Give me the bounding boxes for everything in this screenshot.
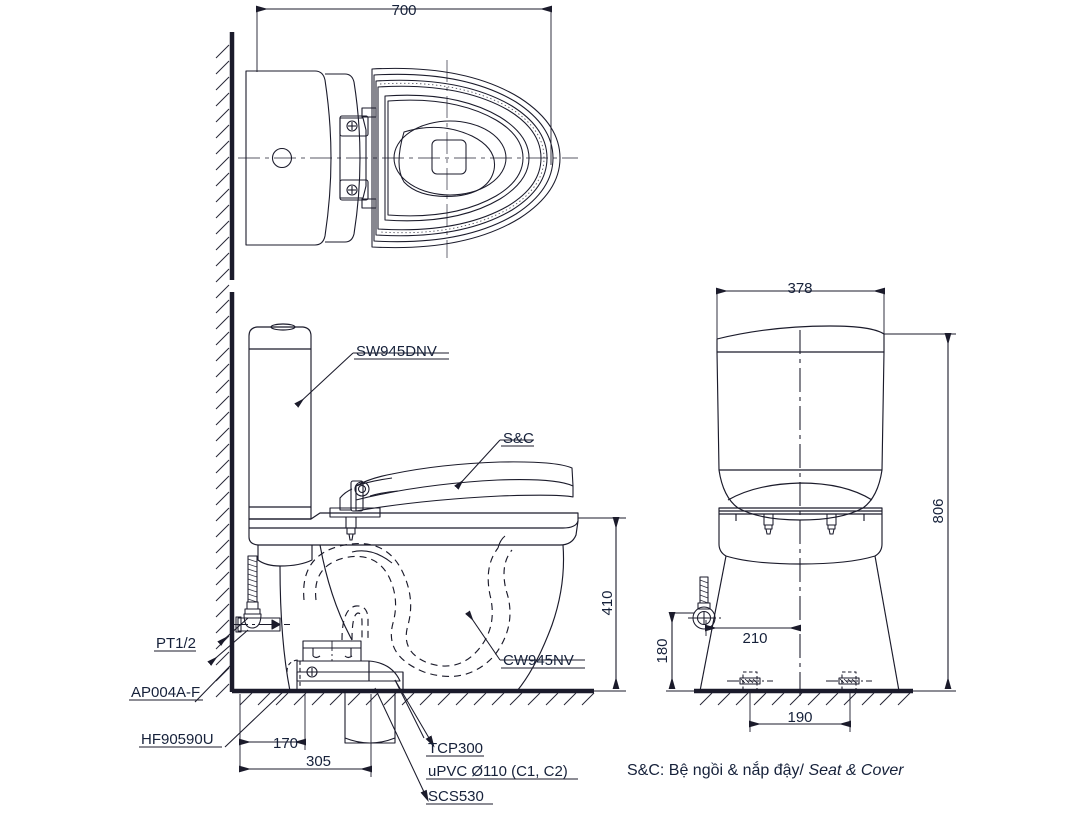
label-connector: TCP300 xyxy=(428,740,483,757)
leader-lines-side xyxy=(194,352,585,802)
wall-side-view xyxy=(215,292,235,698)
seat-hinge-plan xyxy=(339,107,377,209)
top-view xyxy=(215,5,578,299)
label-floor-flange: SCS530 xyxy=(428,788,484,805)
dimension-190-label: 190 xyxy=(787,709,812,726)
front-view xyxy=(666,287,956,732)
legend-caption-en: Seat & Cover xyxy=(808,762,904,779)
floor-anchors-front xyxy=(727,671,872,692)
trapway-solid-hint xyxy=(351,535,506,564)
label-pipe: uPVC Ø110 (C1, C2) xyxy=(428,763,568,780)
label-angle-valve: AP004A-F xyxy=(131,684,200,701)
seat-cover-side xyxy=(329,461,574,541)
dimension-210-label: 210 xyxy=(742,630,767,647)
floor-outlet-assembly xyxy=(286,640,404,744)
dimension-806 xyxy=(884,333,956,692)
dimension-806-label: 806 xyxy=(930,498,947,523)
label-supply-thread: PT1/2 xyxy=(156,635,196,652)
legend-caption-vi: S&C: Bệ ngồi & nắp đậy/ xyxy=(627,760,808,779)
label-tank: SW945DNV xyxy=(356,343,437,360)
legend-caption: S&C: Bệ ngồi & nắp đậy/ Seat & Cover xyxy=(627,760,904,779)
dimension-700 xyxy=(256,5,552,165)
seat-bolts-front xyxy=(763,513,837,535)
dimension-180-label: 180 xyxy=(654,638,671,663)
dimension-378-label: 378 xyxy=(787,280,812,297)
dimension-378 xyxy=(716,287,885,340)
wall-top-view xyxy=(215,32,235,299)
label-flexible-hose: HF90590U xyxy=(141,731,214,748)
dimension-410 xyxy=(520,517,626,692)
dimension-180 xyxy=(666,612,694,692)
siphon-jet-side xyxy=(341,605,369,642)
dimension-305 xyxy=(239,694,372,777)
side-view xyxy=(194,292,626,802)
trapway-side xyxy=(303,543,513,678)
label-seat-cover: S&C xyxy=(503,430,534,447)
bowl-body-side xyxy=(248,512,579,692)
dimension-700-label: 700 xyxy=(391,2,416,19)
dimension-210 xyxy=(705,620,801,636)
dimension-305-label: 305 xyxy=(306,753,331,770)
dimension-170-label: 170 xyxy=(273,735,298,752)
dimension-410-label: 410 xyxy=(599,590,616,615)
dimension-170 xyxy=(239,694,306,770)
text-layer: 700 SW945DNV S&C CW945NV PT1/2 AP004A-F … xyxy=(131,2,947,805)
label-bowl: CW945NV xyxy=(503,652,574,669)
supply-riser-side xyxy=(234,555,290,633)
centerlines-plan xyxy=(238,60,578,258)
label-underlines xyxy=(129,358,585,805)
supply-valve-front xyxy=(688,576,722,630)
dimension-190 xyxy=(749,693,851,732)
